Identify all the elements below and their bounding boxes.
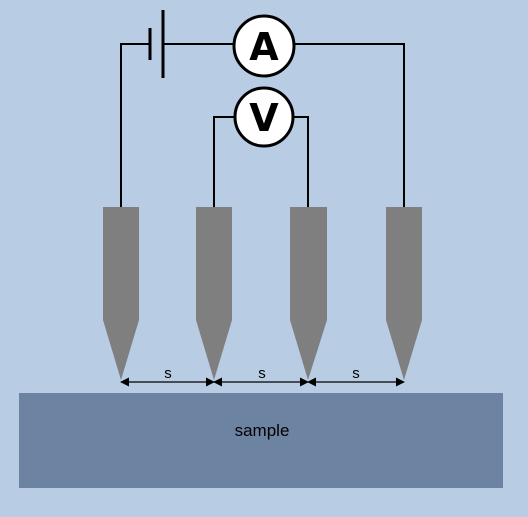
ammeter-label: A (249, 25, 279, 69)
probe-2 (196, 207, 232, 380)
spacing-label-1: s (164, 365, 172, 382)
ammeter-icon: A (232, 14, 296, 78)
voltmeter-icon: V (233, 86, 295, 148)
voltage-circuit-wires (213, 116, 309, 207)
sample-block (19, 393, 503, 488)
spacing-label-2: s (258, 365, 266, 382)
probe-4 (386, 207, 422, 380)
spacing-label-3: s (352, 365, 360, 382)
probe-3 (290, 207, 327, 380)
wire-voltmeter-to-probe3 (293, 116, 309, 207)
sample-label: sample (235, 421, 290, 440)
wire-ammeter-to-probe4 (294, 43, 405, 207)
wire-probe2-to-voltmeter (213, 116, 235, 207)
battery-icon (148, 10, 165, 78)
voltmeter-label: V (249, 96, 279, 140)
wire-probe1-to-battery (120, 43, 150, 207)
current-circuit-wires (120, 43, 405, 207)
probe-1 (103, 207, 139, 380)
spacing-dimensions: s s s (120, 365, 405, 387)
probes-group (103, 207, 422, 380)
